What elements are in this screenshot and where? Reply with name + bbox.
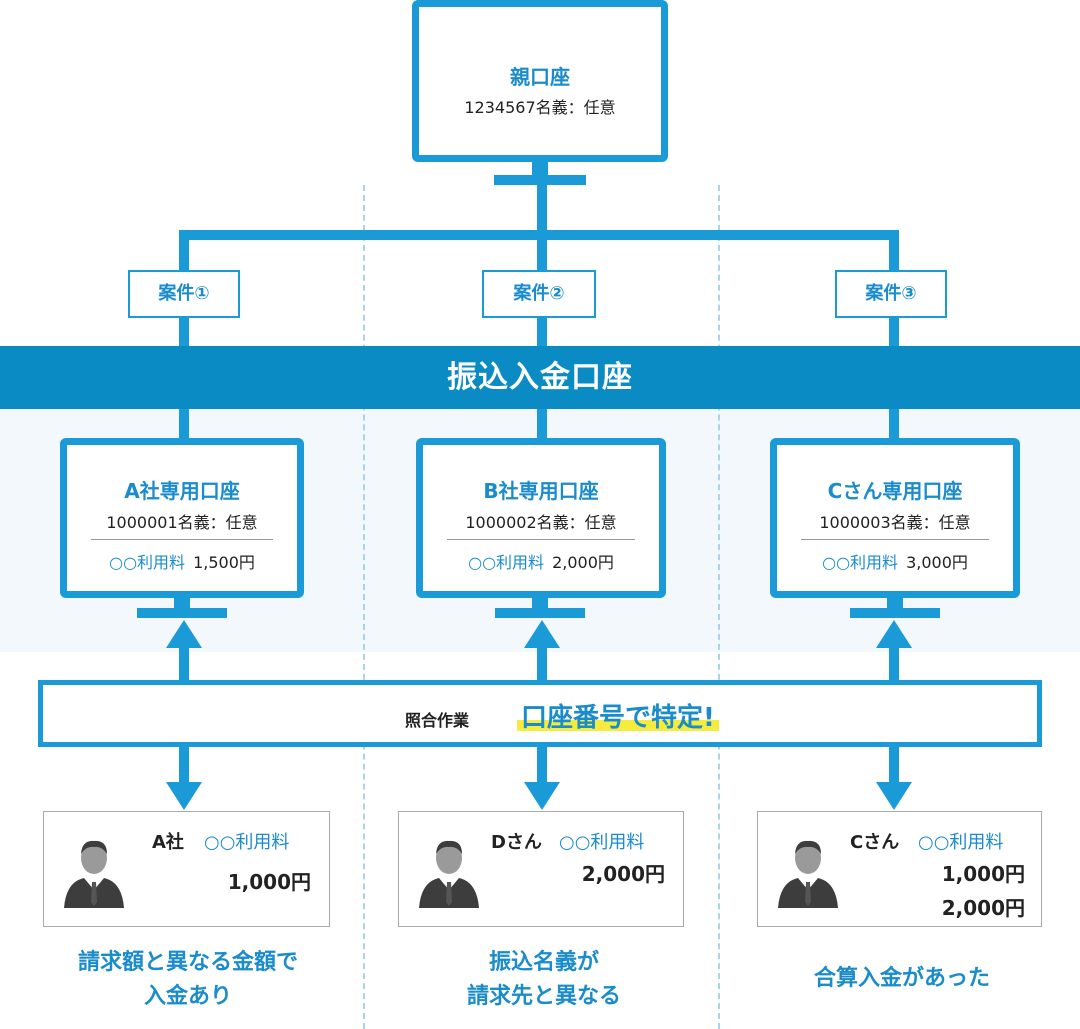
payer-fee-label: ○○利用料 <box>918 832 1004 853</box>
parent-account-number: 1234567名義：任意 <box>464 98 616 117</box>
arrow-shaft <box>889 745 899 785</box>
divider <box>801 539 989 540</box>
payer-amount: 1,000円 <box>941 862 1025 886</box>
arrow-shaft <box>889 646 899 682</box>
person-icon <box>778 840 838 908</box>
caption-b: 振込名義が 請求先と異なる <box>384 946 704 1014</box>
account-title: B社専用口座 <box>483 479 599 503</box>
account-fee: ○○利用料 2,000円 <box>423 549 659 573</box>
connector-line <box>537 185 547 235</box>
parent-account-monitor: 親口座 1234567名義：任意 <box>412 0 668 162</box>
caption-line: 合算入金があった <box>813 966 990 991</box>
person-icon <box>419 840 479 908</box>
connector-line <box>537 230 547 440</box>
account-number: 1000002名義：任意 <box>465 513 617 532</box>
account-number: 1000001名義：任意 <box>106 513 258 532</box>
arrow-down-icon <box>876 782 912 810</box>
account-number: 1000003名義：任意 <box>819 513 971 532</box>
case-label-3: 案件③ <box>835 270 947 318</box>
account-monitor-c: Cさん専用口座 1000003名義：任意 ○○利用料 3,000円 <box>770 438 1020 598</box>
arrow-up-icon <box>524 620 560 648</box>
account-title: Cさん専用口座 <box>827 479 963 503</box>
column-divider <box>363 185 365 1029</box>
account-fee: ○○利用料 1,500円 <box>67 549 297 573</box>
payer-amount: 1,000円 <box>227 870 311 894</box>
account-monitor-a: A社専用口座 1000001名義：任意 ○○利用料 1,500円 <box>60 438 304 598</box>
monitor-stand <box>494 175 586 185</box>
payer-name: A社 <box>152 832 184 853</box>
column-divider <box>718 185 720 1029</box>
matching-box: 照合作業 口座番号で特定! <box>38 680 1042 747</box>
arrow-up-icon <box>876 620 912 648</box>
payer-name: Dさん <box>491 832 542 853</box>
divider <box>447 539 635 540</box>
case-label-2: 案件② <box>482 270 596 318</box>
monitor-stand <box>137 608 227 618</box>
fee-amount: 3,000円 <box>906 553 968 572</box>
arrow-down-icon <box>166 782 202 810</box>
payer-name: Cさん <box>850 832 900 853</box>
transfer-account-band: 振込入金口座 <box>0 346 1080 409</box>
fee-amount: 1,500円 <box>193 553 255 572</box>
caption-c: 合算入金があった <box>742 962 1062 996</box>
monitor-stand <box>495 608 585 618</box>
caption-line: 請求先と異なる <box>466 984 621 1009</box>
arrow-shaft <box>179 745 189 785</box>
payer-amount: 2,000円 <box>941 896 1025 920</box>
fee-label: ○○利用料 <box>109 553 186 572</box>
case-label-1: 案件① <box>128 270 240 318</box>
payer-card-d: Dさん ○○利用料 2,000円 <box>398 811 684 927</box>
payer-card-c: Cさん ○○利用料 1,000円 2,000円 <box>757 811 1042 927</box>
divider <box>91 539 273 540</box>
monitor-stand <box>532 160 548 176</box>
matching-highlight: 口座番号で特定! <box>517 697 719 734</box>
arrow-shaft <box>179 646 189 682</box>
connector-line <box>179 230 189 440</box>
monitor-stand <box>850 608 940 618</box>
arrow-up-icon <box>166 620 202 648</box>
fee-amount: 2,000円 <box>552 553 614 572</box>
account-title: A社専用口座 <box>124 479 240 503</box>
connector-line <box>889 230 899 440</box>
caption-line: 入金あり <box>143 984 232 1009</box>
payer-fee-label: ○○利用料 <box>559 832 645 853</box>
caption-line: 請求額と異なる金額で <box>77 950 298 975</box>
caption-a: 請求額と異なる金額で 入金あり <box>28 946 348 1014</box>
fee-label: ○○利用料 <box>822 553 899 572</box>
arrow-down-icon <box>524 782 560 810</box>
account-fee: ○○利用料 3,000円 <box>777 549 1013 573</box>
matching-label: 照合作業 <box>405 711 470 730</box>
payer-amount: 2,000円 <box>581 862 665 886</box>
arrow-shaft <box>537 745 547 785</box>
arrow-shaft <box>537 646 547 682</box>
payer-card-a: A社 ○○利用料 1,000円 <box>43 811 330 927</box>
parent-account-title: 親口座 <box>510 65 570 89</box>
payer-fee-label: ○○利用料 <box>204 832 290 853</box>
person-icon <box>64 840 124 908</box>
fee-label: ○○利用料 <box>468 553 545 572</box>
caption-line: 振込名義が <box>488 950 599 975</box>
account-monitor-b: B社専用口座 1000002名義：任意 ○○利用料 2,000円 <box>416 438 666 598</box>
